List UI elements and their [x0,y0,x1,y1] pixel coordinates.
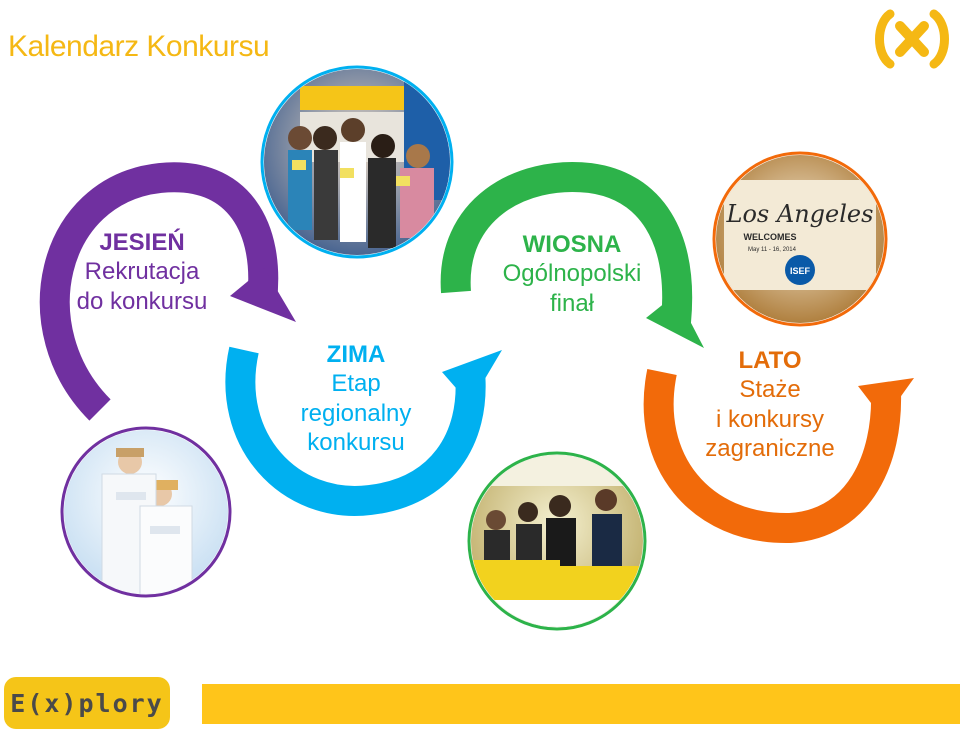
season-label: ZIMA [326,341,386,368]
stage-wiosna: WIOSNA Ogólnopolski finał [482,230,662,318]
stage-line: Etap [331,370,381,398]
lato-arrow [643,369,914,544]
page-title: Kalendarz Konkursu [8,30,270,63]
jesien-arrow [39,162,296,421]
stage-zima: ZIMA Etap regionalny konkursu [276,340,436,457]
los-angeles-sign-text: Los Angeles [726,200,874,228]
footer-logo-text: E(x)plory [10,688,164,718]
isef-badge-text: ISEF [790,266,811,276]
stage-line: Staże [739,376,801,404]
stage-line: konkursu [307,428,405,456]
wiosna-arrow [440,162,704,348]
stage-line: i konkursy [715,405,825,433]
stage-lato: LATO Staże i konkursy zagraniczne [680,346,860,463]
photo-scientists [60,426,232,598]
stage-jesien: JESIEŃ Rekrutacja do konkursu [52,228,232,316]
stage-line: do konkursu [76,287,208,315]
welcomes-text: WELCOMES [744,232,797,242]
stage-line: regionalny [300,399,412,427]
zima-arrow [225,346,502,516]
stage-line: zagraniczne [705,434,835,462]
event-dates-text: May 11 - 16, 2014 [748,247,797,253]
stage-line: finał [549,289,595,317]
photo-group-girls [260,65,454,259]
photo-final-award [467,451,647,631]
explory-footer-logo: E(x)plory [4,677,170,729]
stage-line: Ogólnopolski [502,260,642,288]
season-label: JESIEŃ [99,229,185,256]
stage-line: Rekrutacja [84,258,200,286]
footer-bar [202,684,960,724]
photo-los-angeles: Los Angeles WELCOMES May 11 - 16, 2014 I… [712,151,888,327]
season-label: WIOSNA [522,231,622,258]
season-label: LATO [738,347,802,374]
explory-x-logo-icon [875,9,949,69]
